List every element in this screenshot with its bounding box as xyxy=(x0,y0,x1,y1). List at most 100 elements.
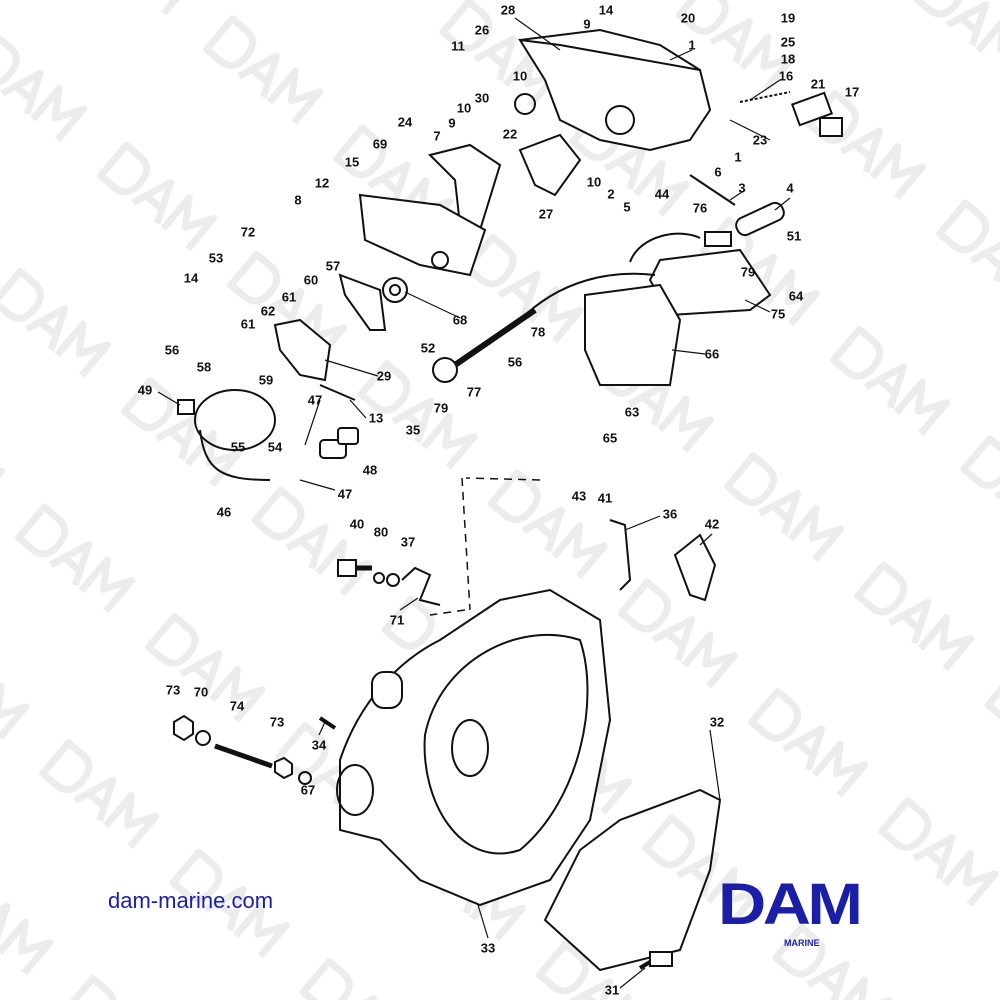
callout-label: 60 xyxy=(303,272,319,288)
part-49 xyxy=(194,389,276,451)
callout-label: 1 xyxy=(688,37,696,53)
callout-label: 11 xyxy=(451,38,465,54)
callout-label: 35 xyxy=(405,422,421,438)
callout-label: 21 xyxy=(810,76,826,92)
part-30 xyxy=(514,93,536,115)
dam-marine-logo: DAM MARINE xyxy=(718,876,900,949)
callout-label: 69 xyxy=(372,136,388,152)
callout-label: 76 xyxy=(692,200,708,216)
callout-label: 40 xyxy=(349,516,365,532)
callout-label: 26 xyxy=(474,22,490,38)
part-74 xyxy=(214,743,273,769)
callout-label: 52 xyxy=(420,340,436,356)
callout-label: 3 xyxy=(738,180,746,196)
callout-label: 16 xyxy=(778,68,794,84)
callout-label: 54 xyxy=(267,439,283,455)
part-66 xyxy=(584,283,682,386)
part-17 xyxy=(819,117,843,137)
callout-label: 46 xyxy=(216,504,232,520)
callout-label: 47 xyxy=(307,392,323,408)
callout-label: 24 xyxy=(397,114,413,130)
callout-label: 71 xyxy=(389,612,405,628)
part-32-gasket xyxy=(543,788,722,972)
callout-label: 72 xyxy=(240,224,256,240)
part-71 xyxy=(401,566,441,606)
callout-label: 5 xyxy=(623,199,631,215)
callout-label: 19 xyxy=(780,10,796,26)
callout-label: 31 xyxy=(604,982,620,998)
part-31 xyxy=(649,951,673,967)
callout-label: 10 xyxy=(456,100,472,116)
callout-label: 13 xyxy=(368,410,384,426)
callout-label: 79 xyxy=(740,264,756,280)
callout-label: 64 xyxy=(788,288,804,304)
callout-label: 61 xyxy=(281,289,297,305)
control-housing xyxy=(518,38,712,152)
callout-label: 58 xyxy=(196,359,212,375)
callout-label: 53 xyxy=(208,250,224,266)
part-27 xyxy=(518,133,582,197)
callout-label: 63 xyxy=(624,404,640,420)
part-29 xyxy=(273,318,332,382)
callout-label: 10 xyxy=(586,174,602,190)
callout-label: 28 xyxy=(500,2,516,18)
part-77 xyxy=(432,357,458,383)
part-57 xyxy=(338,273,387,331)
callout-label: 41 xyxy=(597,490,613,506)
callout-label: 14 xyxy=(598,2,614,18)
callout-label: 1 xyxy=(734,149,742,165)
callout-label: 61 xyxy=(240,316,256,332)
website-link[interactable]: dam-marine.com xyxy=(108,888,274,913)
callout-label: 20 xyxy=(680,10,696,26)
callout-label: 18 xyxy=(780,51,796,67)
callout-label: 22 xyxy=(502,126,518,142)
callout-label: 51 xyxy=(786,228,802,244)
callout-label: 77 xyxy=(466,384,482,400)
callout-label: 59 xyxy=(258,372,274,388)
part-40 xyxy=(337,559,357,577)
part-68 xyxy=(382,277,408,303)
callout-label: 67 xyxy=(300,782,316,798)
callout-label: 8 xyxy=(294,192,302,208)
callout-label: 37 xyxy=(400,534,416,550)
callout-label: 9 xyxy=(583,16,591,32)
part-34-cap xyxy=(371,671,403,709)
callout-label: 34 xyxy=(311,737,327,753)
callout-label: 70 xyxy=(193,684,209,700)
part-73 xyxy=(173,714,194,742)
callout-label: 23 xyxy=(752,132,768,148)
callout-label: 68 xyxy=(452,312,468,328)
callout-label: 47 xyxy=(337,486,353,502)
callout-label: 56 xyxy=(507,354,523,370)
callout-label: 43 xyxy=(571,488,587,504)
callout-label: 30 xyxy=(474,90,490,106)
part-42 xyxy=(673,533,717,602)
callout-label: 49 xyxy=(137,382,153,398)
callout-label: 62 xyxy=(260,303,276,319)
callout-label: 25 xyxy=(780,34,796,50)
callout-label: 12 xyxy=(314,175,330,191)
callout-label: 4 xyxy=(786,180,794,196)
callout-label: 29 xyxy=(376,368,392,384)
callout-label: 9 xyxy=(448,115,456,131)
callout-label: 15 xyxy=(344,154,360,170)
callout-label: 78 xyxy=(530,324,546,340)
callout-label: 6 xyxy=(714,164,722,180)
part-36 xyxy=(609,519,632,591)
callout-label: 17 xyxy=(844,84,860,100)
callout-label: 57 xyxy=(325,258,341,274)
callout-label: 56 xyxy=(164,342,180,358)
part-75 xyxy=(648,248,772,317)
callout-label: 42 xyxy=(704,516,720,532)
callout-label: 14 xyxy=(183,270,199,286)
callout-label: 73 xyxy=(165,682,181,698)
callout-label: 33 xyxy=(480,940,496,956)
callout-label: 80 xyxy=(373,524,389,540)
callout-label: 44 xyxy=(654,186,670,202)
callout-label: 2 xyxy=(607,186,615,202)
callout-label: 79 xyxy=(433,400,449,416)
callout-label: 7 xyxy=(433,128,441,144)
callout-label: 32 xyxy=(709,714,725,730)
